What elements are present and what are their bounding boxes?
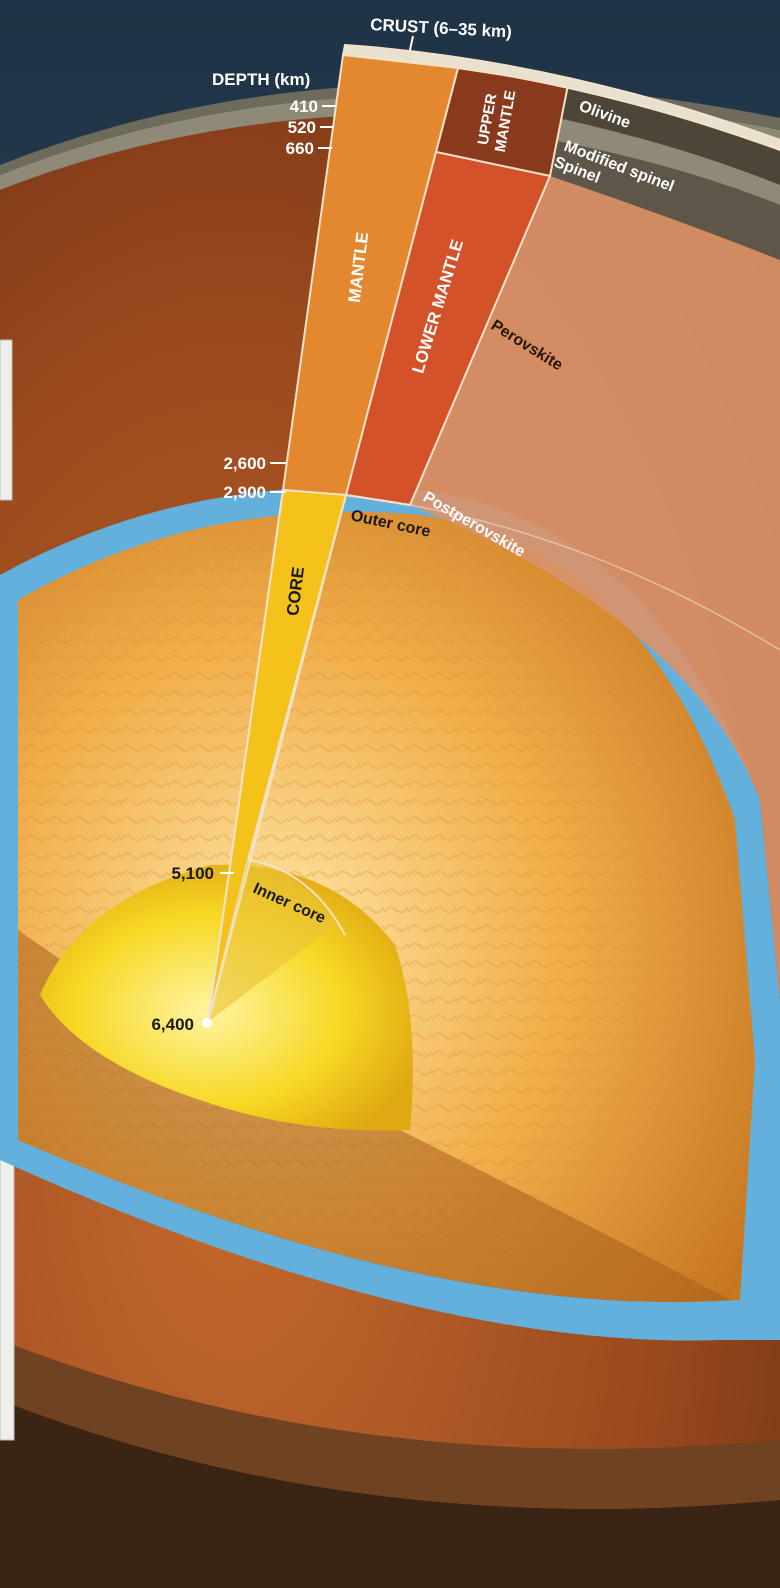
depth-2900: 2,900 — [223, 483, 266, 502]
side-panel-upper — [0, 339, 13, 501]
bottom-rim — [0, 1400, 780, 1588]
depth-6400: 6,400 — [151, 1015, 194, 1034]
depth-5100: 5,100 — [171, 864, 214, 883]
depth-2600: 2,600 — [223, 454, 266, 473]
perovskite-region — [410, 176, 780, 1000]
olivine-layer — [558, 85, 780, 185]
depth-520: 520 — [288, 118, 316, 137]
depth-header: DEPTH (km) — [212, 70, 310, 89]
cut-face-shadow — [18, 930, 730, 1302]
bottom-rim-band — [0, 1340, 780, 1509]
inner-core-arc — [247, 859, 346, 936]
depth-410: 410 — [290, 97, 318, 116]
boundary-line-right — [207, 494, 347, 1023]
outer-core-arc — [345, 494, 411, 506]
perovskite-boundary — [409, 504, 780, 651]
boundary-line-left — [207, 489, 284, 1023]
crust-cap — [341, 43, 780, 152]
modified-spinel-layer — [552, 118, 780, 205]
depth-660: 660 — [286, 139, 314, 158]
center-point — [202, 1018, 212, 1028]
spinel-layer — [550, 140, 780, 260]
crust-pointer — [409, 35, 414, 51]
